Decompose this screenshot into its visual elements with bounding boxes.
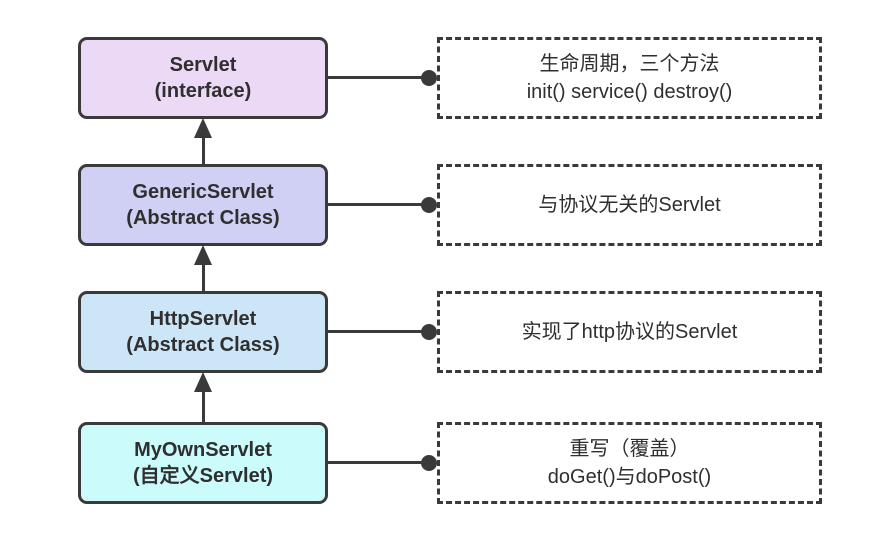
connector-line-myownservlet bbox=[325, 461, 429, 464]
connector-line-httpservlet bbox=[325, 330, 429, 333]
desc-line: init() service() destroy() bbox=[526, 81, 733, 103]
class-box-servlet: Servlet (interface) bbox=[78, 37, 328, 119]
class-title: MyOwnServlet bbox=[134, 438, 272, 461]
arrowhead-up-icon bbox=[194, 372, 212, 392]
desc-box-httpservlet: 实现了http协议的Servlet bbox=[437, 291, 822, 373]
class-box-genericservlet: GenericServlet (Abstract Class) bbox=[78, 164, 328, 246]
class-box-httpservlet: HttpServlet (Abstract Class) bbox=[78, 291, 328, 373]
desc-box-genericservlet: 与协议无关的Servlet bbox=[437, 164, 822, 246]
class-subtitle: (interface) bbox=[154, 80, 252, 102]
connector-dot-httpservlet bbox=[421, 324, 437, 340]
class-title: Servlet bbox=[169, 53, 237, 76]
class-box-myownservlet: MyOwnServlet (自定义Servlet) bbox=[78, 422, 328, 504]
desc-line: 生命周期，三个方法 bbox=[539, 53, 720, 75]
inheritance-arrow-http-to-generic bbox=[194, 245, 212, 292]
arrow-shaft bbox=[201, 392, 205, 423]
arrowhead-up-icon bbox=[194, 245, 212, 265]
arrow-shaft bbox=[201, 138, 205, 165]
connector-line-servlet bbox=[325, 76, 429, 79]
inheritance-arrow-generic-to-servlet bbox=[194, 118, 212, 165]
arrowhead-up-icon bbox=[194, 118, 212, 138]
desc-line: 重写（覆盖） bbox=[569, 438, 690, 460]
connector-dot-servlet bbox=[421, 70, 437, 86]
connector-dot-myownservlet bbox=[421, 455, 437, 471]
inheritance-arrow-myown-to-http bbox=[194, 372, 212, 423]
class-subtitle: (Abstract Class) bbox=[126, 207, 280, 229]
arrow-shaft bbox=[201, 265, 205, 292]
connector-line-genericservlet bbox=[325, 203, 429, 206]
connector-dot-genericservlet bbox=[421, 197, 437, 213]
desc-box-servlet: 生命周期，三个方法 init() service() destroy() bbox=[437, 37, 822, 119]
desc-line: 实现了http协议的Servlet bbox=[521, 321, 738, 343]
desc-line: 与协议无关的Servlet bbox=[538, 194, 721, 216]
class-title: GenericServlet bbox=[132, 180, 274, 203]
class-title: HttpServlet bbox=[149, 307, 257, 330]
class-subtitle: (Abstract Class) bbox=[126, 334, 280, 356]
desc-box-myownservlet: 重写（覆盖） doGet()与doPost() bbox=[437, 422, 822, 504]
desc-line: doGet()与doPost() bbox=[547, 466, 712, 488]
class-subtitle: (自定义Servlet) bbox=[132, 465, 274, 487]
